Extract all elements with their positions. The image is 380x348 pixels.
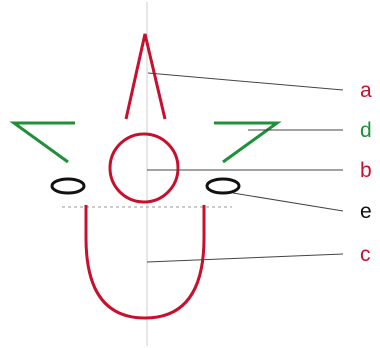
leader-line-a bbox=[148, 73, 343, 90]
right-black-ellipse bbox=[207, 179, 239, 193]
red-spike-shape bbox=[126, 34, 165, 119]
label-e: e bbox=[360, 200, 372, 223]
label-d: d bbox=[360, 119, 372, 142]
red-u-shape bbox=[86, 205, 204, 318]
label-a: a bbox=[360, 79, 372, 102]
label-b: b bbox=[360, 159, 372, 182]
leader-line-e bbox=[233, 193, 343, 211]
right-green-brow bbox=[214, 123, 277, 162]
label-c: c bbox=[360, 243, 371, 266]
leader-line-c bbox=[147, 254, 343, 262]
left-green-brow bbox=[14, 123, 75, 162]
red-circle-shape bbox=[110, 134, 178, 202]
left-black-ellipse bbox=[52, 179, 84, 193]
